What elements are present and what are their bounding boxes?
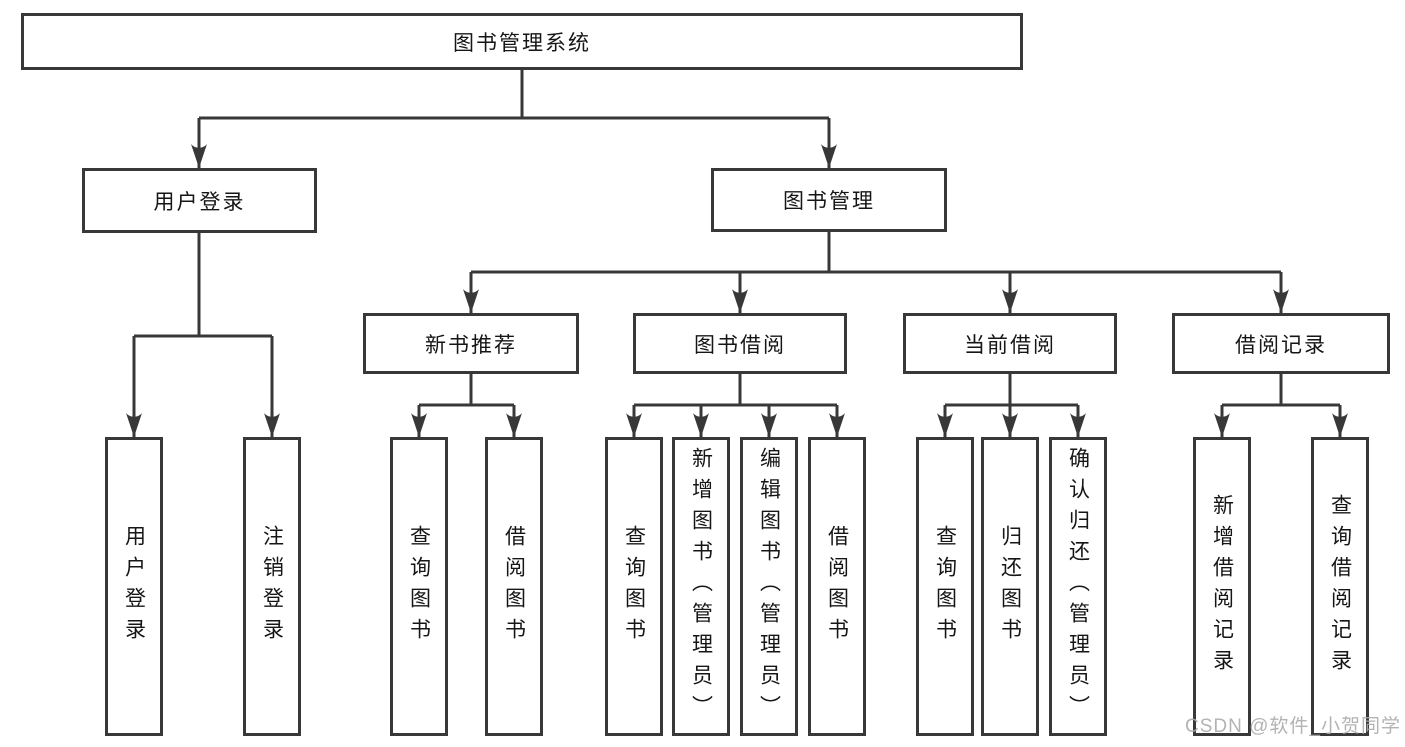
leaf-add-borrow-record: 新增借阅记录 <box>1193 437 1251 736</box>
leaf-confirm-return-admin: 确认归还（管理员） <box>1049 437 1107 736</box>
node-new-book-recommend: 新书推荐 <box>363 313 579 374</box>
node-book-borrow-label: 图书借阅 <box>694 333 786 357</box>
node-new-book-recommend-label: 新书推荐 <box>425 333 517 357</box>
node-borrow-record-label: 借阅记录 <box>1235 333 1327 357</box>
leaf-query-books-2: 查询图书 <box>605 437 663 736</box>
node-borrow-record: 借阅记录 <box>1172 313 1390 374</box>
leaf-query-borrow-record-label: 查询借阅记录 <box>1328 493 1352 680</box>
leaf-query-books-1-label: 查询图书 <box>407 524 431 649</box>
leaf-borrow-books-1: 借阅图书 <box>485 437 543 736</box>
leaf-user-login-label: 用户登录 <box>122 524 146 649</box>
leaf-logout-label: 注销登录 <box>260 524 284 649</box>
leaf-query-books-1: 查询图书 <box>390 437 448 736</box>
leaf-query-books-3: 查询图书 <box>916 437 974 736</box>
leaf-borrow-books-2: 借阅图书 <box>808 437 866 736</box>
node-root-library-system: 图书管理系统 <box>21 13 1023 70</box>
leaf-return-books: 归还图书 <box>981 437 1039 736</box>
leaf-confirm-return-admin-label: 确认归还（管理员） <box>1066 447 1090 726</box>
node-current-borrow: 当前借阅 <box>903 313 1117 374</box>
leaf-borrow-books-2-label: 借阅图书 <box>825 524 849 649</box>
csdn-watermark: CSDN @软件_小贺同学 <box>1185 716 1401 737</box>
node-book-borrow: 图书借阅 <box>633 313 847 374</box>
node-book-management-branch: 图书管理 <box>711 168 947 232</box>
node-root-label: 图书管理系统 <box>453 31 591 55</box>
node-current-borrow-label: 当前借阅 <box>964 333 1056 357</box>
leaf-query-borrow-record: 查询借阅记录 <box>1311 437 1369 736</box>
leaf-query-books-2-label: 查询图书 <box>622 524 646 649</box>
node-user-login-branch: 用户登录 <box>82 168 317 233</box>
leaf-query-books-3-label: 查询图书 <box>933 524 957 649</box>
node-user-login-label: 用户登录 <box>153 190 246 214</box>
leaf-edit-books-admin: 编辑图书（管理员） <box>740 437 798 736</box>
leaf-return-books-label: 归还图书 <box>998 524 1022 649</box>
leaf-add-borrow-record-label: 新增借阅记录 <box>1210 493 1234 680</box>
leaf-edit-books-admin-label: 编辑图书（管理员） <box>757 447 781 726</box>
leaf-user-login: 用户登录 <box>105 437 163 736</box>
leaf-logout: 注销登录 <box>243 437 301 736</box>
leaf-add-books-admin: 新增图书（管理员） <box>672 437 730 736</box>
leaf-borrow-books-1-label: 借阅图书 <box>502 524 526 649</box>
leaf-add-books-admin-label: 新增图书（管理员） <box>689 447 713 726</box>
node-book-management-label: 图书管理 <box>783 190 875 213</box>
